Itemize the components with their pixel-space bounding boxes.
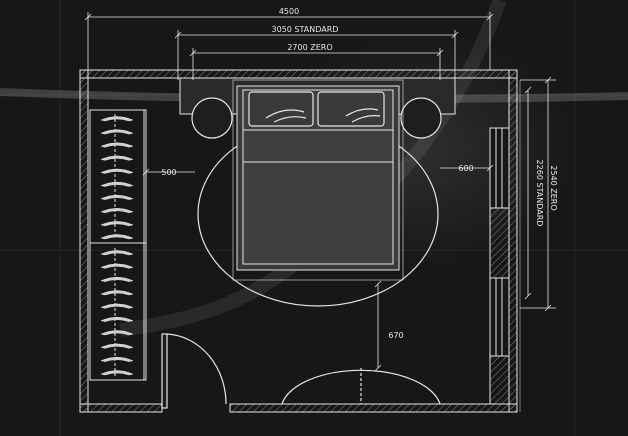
hanger [100,181,134,187]
hanger [100,356,134,362]
nightstand-left [191,97,233,139]
hanger [100,370,134,376]
hanger [100,208,134,214]
pillow-left [248,91,314,127]
entry-door [161,333,227,409]
walls [79,69,518,413]
dim-side-gap-label: 600 [458,164,473,173]
wardrobe [89,109,147,381]
window-bottom [489,277,510,357]
hanger [100,194,134,200]
hanger [100,168,134,174]
dim-foot-gap-label: 670 [388,331,403,340]
bathroom-door [281,368,441,405]
hanger [100,316,134,322]
hanger [100,250,134,256]
hanger [100,276,134,282]
hanger [100,343,134,349]
hanger [100,263,134,269]
dimension-lines [84,12,556,412]
hanger [100,221,134,227]
hanger [100,330,134,336]
hanger [100,142,134,148]
window-top [489,127,510,209]
dim-standard-width-label: 3050 STANDARD [272,25,339,34]
hanger [100,155,134,161]
pillow-right [317,91,385,127]
hanger [100,116,134,122]
wall-pier [489,355,510,405]
hanger [100,129,134,135]
wardrobe-hangers [100,116,134,376]
hanger [100,234,134,240]
nightstand-right [400,97,442,139]
hanger [100,290,134,296]
dim-standard-length-label: 2260 STANDARD [535,160,544,227]
dim-zero-width-label: 2700 ZERO [287,43,332,52]
dim-wardrobe-gap-label: 500 [161,168,176,177]
dim-zero-length-label: 2540 ZERO [549,165,558,210]
wall-pier [489,207,510,279]
hanger [100,303,134,309]
dim-overall-label: 4500 [279,7,299,16]
